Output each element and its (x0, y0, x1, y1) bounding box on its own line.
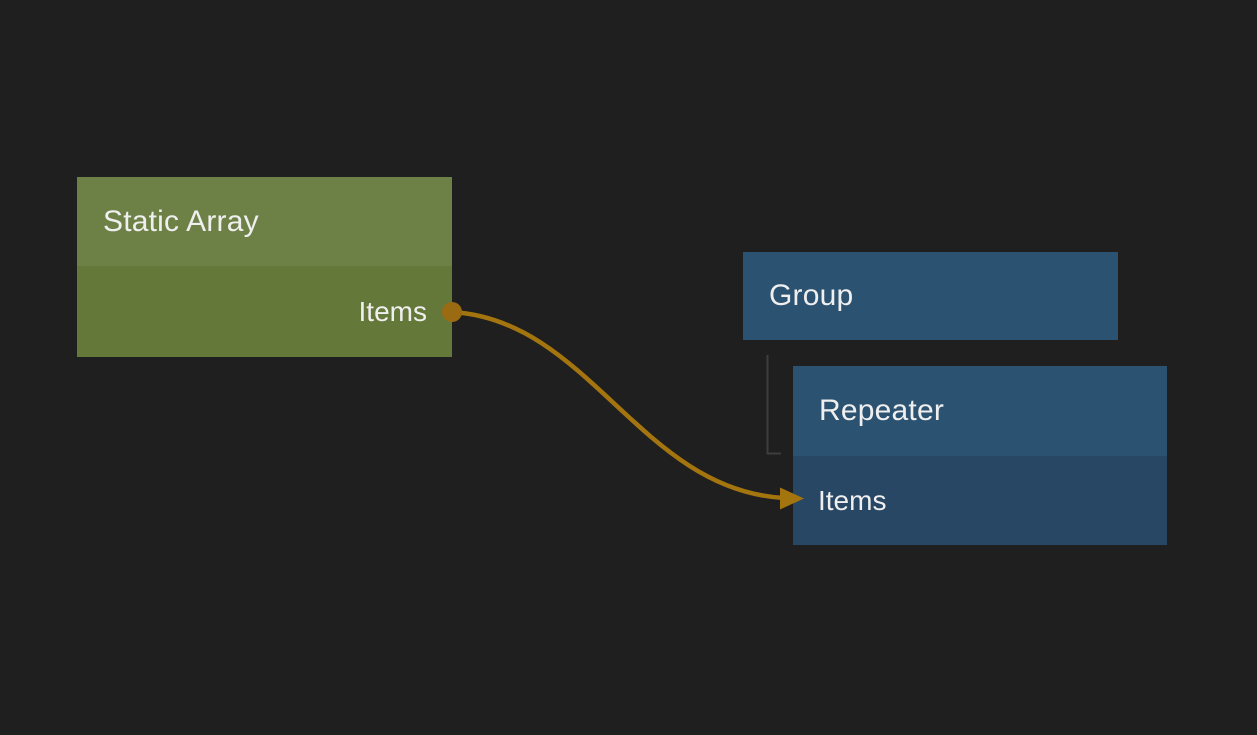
node-repeater-body: Items (793, 456, 1167, 545)
node-static-array-header[interactable]: Static Array (77, 177, 452, 266)
node-repeater[interactable]: Repeater Items (793, 366, 1167, 545)
node-repeater-header[interactable]: Repeater (793, 366, 1167, 456)
connection-wire-items-to-items[interactable] (449, 309, 787, 501)
node-group-header[interactable]: Group (743, 252, 1118, 340)
node-group[interactable]: Group (743, 252, 1118, 340)
node-static-array-title: Static Array (103, 204, 259, 238)
port-row-items-input[interactable]: Items (793, 456, 1167, 545)
node-static-array-body: Items (77, 266, 452, 357)
node-group-title: Group (769, 279, 854, 312)
port-label-items-output: Items (358, 295, 427, 327)
node-static-array[interactable]: Static Array Items (77, 177, 452, 357)
node-repeater-title: Repeater (819, 394, 945, 427)
port-row-items-output[interactable]: Items (77, 266, 452, 357)
port-label-items-input: Items (818, 484, 887, 516)
group-repeater-tree-connector (766, 355, 781, 455)
